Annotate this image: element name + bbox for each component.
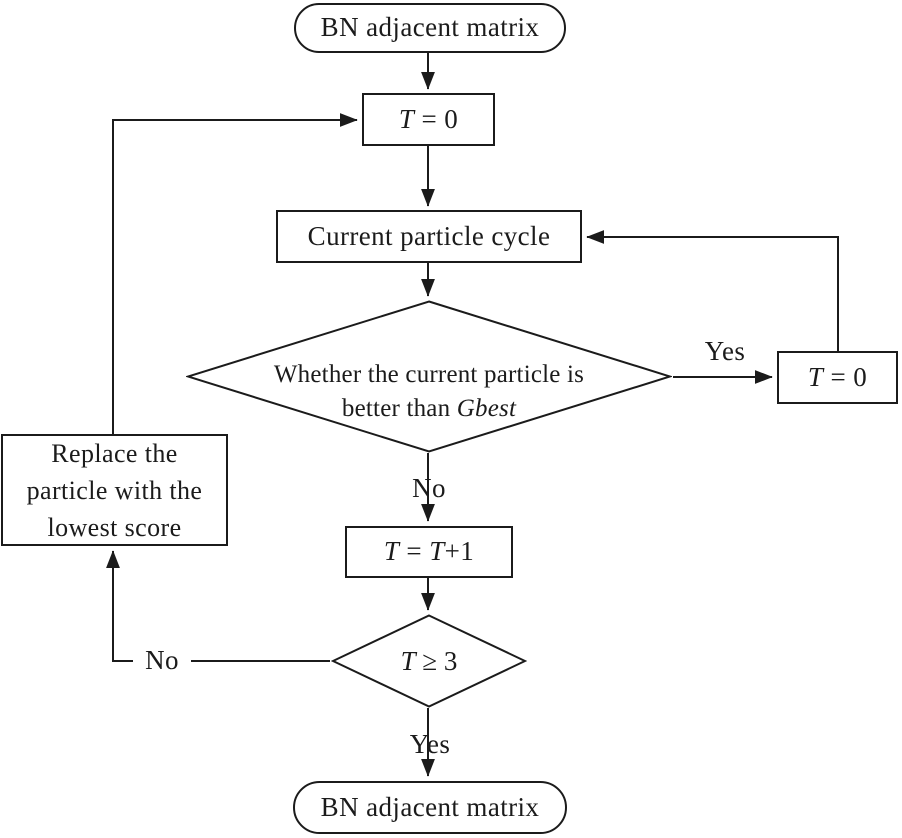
decision-t3-text: T ≥ 3 xyxy=(400,645,458,676)
node-end-terminal: BN adjacent matrix xyxy=(293,781,567,834)
cycle-label: Current particle cycle xyxy=(307,220,551,251)
node-start-terminal: BN adjacent matrix xyxy=(294,3,566,53)
start-label: BN adjacent matrix xyxy=(320,12,540,43)
decision-gbest-text: Whether the current particle is better t… xyxy=(186,358,672,426)
edge-replace-to-init xyxy=(112,113,358,434)
end-label: BN adjacent matrix xyxy=(320,791,540,822)
node-init-t0: T = 0 xyxy=(362,93,495,146)
edge-label-no-gbest: No xyxy=(412,473,446,503)
replace-label: Replace the particle with the lowest sco… xyxy=(27,435,203,546)
node-replace-particle: Replace the particle with the lowest sco… xyxy=(1,434,228,546)
increment-label: T = T+1 xyxy=(383,536,475,567)
edge-label-no-t3: No xyxy=(133,645,191,676)
edge-decision-t3-no-to-replace xyxy=(106,550,330,662)
decision-t3-shape xyxy=(331,614,527,708)
node-decision-gbest: Whether the current particle is better t… xyxy=(186,300,672,453)
decision-gbest-line2: better than Gbest xyxy=(341,394,517,422)
node-increment-t: T = T+1 xyxy=(345,526,513,578)
replace-line3: lowest score xyxy=(47,512,182,542)
edge-reset-to-cycle xyxy=(586,230,839,351)
replace-line1: Replace the xyxy=(51,438,178,468)
edge-label-yes-gbest: Yes xyxy=(704,336,746,366)
edge-label-yes-t3: Yes xyxy=(409,729,451,759)
decision-gbest-line1: Whether the current particle is xyxy=(273,360,585,388)
init-label: T = 0 xyxy=(398,103,459,134)
decision-gbest-shape xyxy=(186,300,672,453)
node-decision-t3: T ≥ 3 xyxy=(331,614,527,708)
reset-label: T = 0 xyxy=(807,361,868,392)
node-current-particle-cycle: Current particle cycle xyxy=(276,210,582,263)
replace-line2: particle with the xyxy=(26,475,203,505)
node-reset-t0: T = 0 xyxy=(777,351,898,404)
